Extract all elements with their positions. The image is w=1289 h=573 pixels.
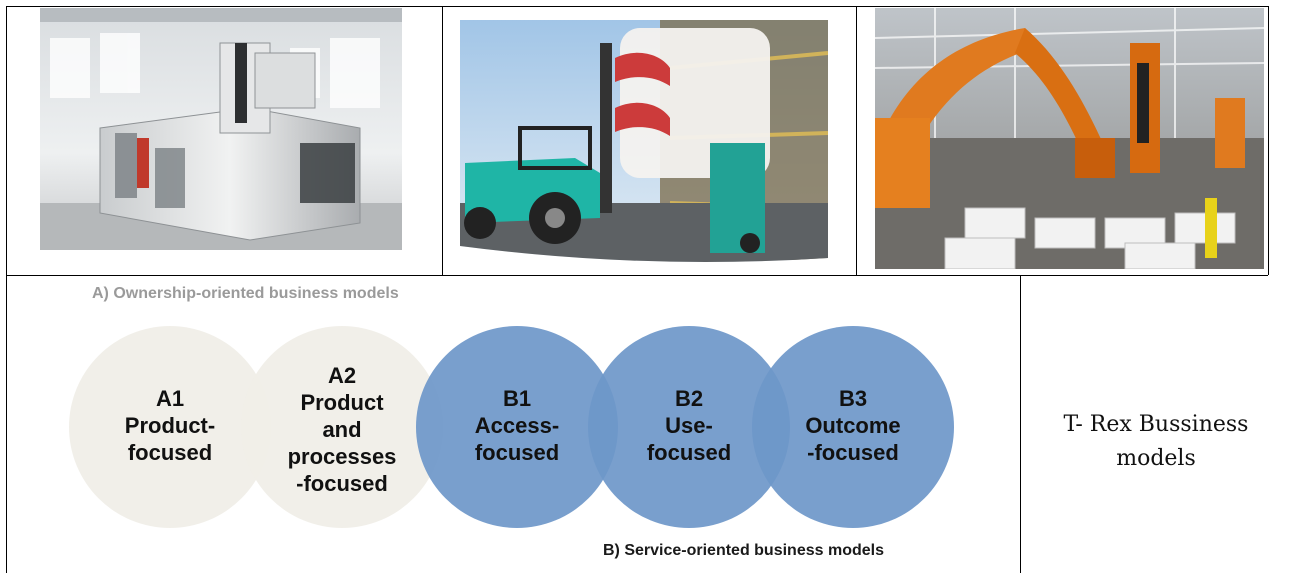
circle-a2 [241, 326, 443, 528]
circle-label-line: focused [474, 440, 560, 465]
side-title: T- Rex Bussiness models [1025, 408, 1287, 476]
service-oriented-label: B) Service-oriented business models [603, 542, 884, 559]
side-title-line-1: T- Rex Bussiness [1063, 412, 1249, 437]
industrial-robots-image [875, 8, 1264, 269]
circle-label-line: and [322, 417, 362, 442]
circle-label-line: B1 [502, 386, 532, 411]
circle-label-line: Outcome [805, 413, 901, 438]
circle-b1 [416, 326, 618, 528]
circle-a1 [69, 326, 271, 528]
circle-label-line: B3 [838, 386, 868, 411]
circle-b3 [752, 326, 954, 528]
circle-label-line: processes [287, 444, 397, 469]
table-border-right [1268, 6, 1269, 275]
table-border-top [6, 6, 1268, 7]
forklift-image [460, 8, 828, 270]
circle-label-line: Product- [124, 413, 216, 438]
circle-label-line: focused [646, 440, 732, 465]
table-divider-1 [442, 6, 443, 275]
circle-label-line: A2 [327, 363, 357, 388]
circle-label-line: -focused [807, 440, 899, 465]
side-title-line-2: models [1116, 446, 1196, 471]
cnc-machine-image [40, 8, 402, 250]
circle-label-line: focused [127, 440, 213, 465]
circle-label-line: Use- [665, 413, 713, 438]
table-border-middle [6, 275, 1268, 276]
table-divider-2 [856, 6, 857, 275]
circle-label-line: B2 [674, 386, 704, 411]
circle-label-line: Access- [474, 413, 560, 438]
circle-label-line: -focused [296, 471, 388, 496]
circle-label-line: A1 [155, 386, 185, 411]
table-border-left [6, 6, 7, 573]
table-divider-3 [1020, 275, 1021, 573]
circle-label-line: Product [300, 390, 384, 415]
ownership-oriented-label: A) Ownership-oriented business models [92, 285, 399, 302]
